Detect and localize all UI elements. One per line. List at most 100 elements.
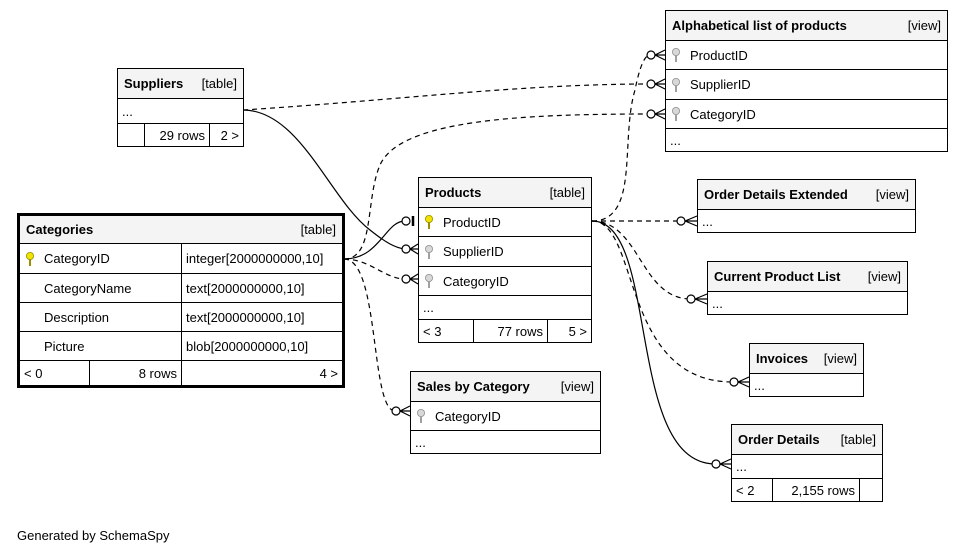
column-name: Picture (44, 338, 85, 354)
table-type: [view] (823, 351, 857, 366)
column-name: CategoryName (44, 280, 132, 296)
column-name: SupplierID (443, 244, 504, 259)
categories-table[interactable]: Categories [table] CategoryID integer[20… (17, 213, 345, 388)
row-count: 29 rows (145, 124, 210, 146)
table-name: Suppliers (124, 76, 184, 91)
table-name: Alphabetical list of products (672, 18, 847, 33)
row-count: 2,155 rows (773, 479, 860, 501)
column-name: Description (44, 309, 110, 325)
foreign-key-icon (670, 106, 684, 122)
suppliers-header: Suppliers [table] (118, 69, 243, 99)
column-row: CategoryID (419, 267, 591, 296)
ellipsis-text: ... (423, 300, 434, 315)
left-nav[interactable]: < 2 (732, 479, 773, 501)
column-row: SupplierID (419, 237, 591, 267)
table-type: [view] (560, 379, 594, 394)
products-header: Products [table] (419, 178, 591, 208)
row-count: 77 rows (474, 320, 548, 342)
edge-categories-alpha-categoryid (343, 113, 651, 260)
suppliers-table[interactable]: Suppliers [table] ... 29 rows 2 > (117, 68, 244, 147)
column-name-cell: CategoryName (20, 274, 182, 302)
column-name-cell: CategoryID (20, 244, 182, 273)
ellipsis-row: ... (698, 210, 915, 232)
order-details-header: Order Details [table] (732, 425, 882, 455)
ellipsis-text: ... (702, 213, 713, 229)
column-name: CategoryID (435, 408, 501, 424)
ellipsis-row: ... (708, 292, 907, 314)
edge-suppliers-alpha-supplierid (242, 83, 651, 111)
primary-key-icon (24, 251, 38, 267)
footer-row: < 3 77 rows 5 > (419, 320, 591, 342)
primary-key-icon (423, 214, 437, 230)
edge-products-invoices (591, 220, 734, 383)
edge-products-alpha-productid (591, 54, 651, 222)
column-name-cell: Picture (20, 332, 182, 360)
invoices-view[interactable]: Invoices [view] ... (749, 343, 864, 397)
column-type: integer[2000000000,10] (186, 251, 324, 266)
alpha-header: Alphabetical list of products [view] (666, 11, 947, 41)
ellipsis-row: ... (732, 455, 882, 479)
left-nav[interactable]: < 0 (20, 361, 90, 385)
current-product-list-view[interactable]: Current Product List [view] ... (707, 261, 908, 315)
table-name: Order Details Extended (704, 187, 848, 202)
ellipsis-text: ... (736, 459, 747, 474)
table-name: Invoices (756, 351, 809, 366)
table-type: [table] (549, 185, 585, 200)
order-details-table[interactable]: Order Details [table] ... < 2 2,155 rows (731, 424, 883, 502)
column-type: text[2000000000,10] (186, 309, 305, 325)
column-row: SupplierID (666, 70, 947, 100)
ellipsis-text: ... (415, 434, 426, 450)
ellipsis-row: ... (118, 99, 243, 124)
table-name: Categories (26, 222, 94, 237)
footer-row: 29 rows 2 > (118, 124, 243, 146)
column-row: CategoryName text[2000000000,10] (20, 274, 342, 303)
edge-products-order-details (591, 220, 716, 465)
table-type: [table] (201, 76, 237, 91)
products-table[interactable]: Products [table] ProductID SupplierID Ca… (418, 177, 592, 343)
ode-header: Order Details Extended [view] (698, 180, 915, 210)
column-type: text[2000000000,10] (186, 280, 305, 296)
column-row: ProductID (419, 208, 591, 237)
ellipsis-text: ... (670, 132, 681, 148)
order-details-extended-view[interactable]: Order Details Extended [view] ... (697, 179, 916, 233)
sales-header: Sales by Category [view] (411, 372, 600, 402)
edge-categories-sales (343, 258, 396, 412)
invoices-header: Invoices [view] (750, 344, 863, 374)
table-type: [view] (875, 187, 909, 202)
sales-by-category-view[interactable]: Sales by Category [view] CategoryID ... (410, 371, 601, 454)
column-row: CategoryID (666, 100, 947, 129)
table-type: [table] (840, 432, 876, 447)
table-name: Sales by Category (417, 379, 530, 394)
foreign-key-icon (415, 408, 429, 424)
categories-header: Categories [table] (20, 216, 342, 244)
column-name: SupplierID (690, 77, 751, 92)
ellipsis-row: ... (411, 431, 600, 453)
column-type: blob[2000000000,10] (186, 338, 309, 354)
ellipsis-row: ... (419, 296, 591, 320)
column-row: CategoryID (411, 402, 600, 431)
column-name: CategoryID (44, 251, 110, 266)
right-nav[interactable]: 4 > (319, 365, 338, 381)
edge-categories-products-categoryid (343, 258, 406, 280)
foreign-key-icon (670, 77, 684, 93)
column-name: ProductID (690, 47, 748, 63)
ellipsis-text: ... (122, 103, 133, 119)
column-name: CategoryID (443, 273, 509, 289)
table-type: [view] (907, 18, 941, 33)
alphabetical-list-view[interactable]: Alphabetical list of products [view] Pro… (665, 10, 948, 152)
ellipsis-row: ... (666, 129, 947, 151)
foreign-key-icon (670, 47, 684, 63)
generated-by-footer: Generated by SchemaSpy (17, 528, 170, 543)
column-row: ProductID (666, 41, 947, 70)
column-row: Picture blob[2000000000,10] (20, 332, 342, 361)
foreign-key-icon (423, 244, 437, 260)
edge-suppliers-products-supplierid (242, 109, 406, 250)
column-name-cell: Description (20, 303, 182, 331)
column-row: CategoryID integer[2000000000,10] (20, 244, 342, 274)
left-nav[interactable]: < 3 (419, 320, 474, 342)
right-nav[interactable]: 2 > (220, 127, 239, 143)
table-type: [view] (867, 269, 901, 284)
right-nav (860, 479, 882, 501)
ellipsis-text: ... (712, 295, 723, 311)
right-nav[interactable]: 5 > (568, 323, 587, 339)
